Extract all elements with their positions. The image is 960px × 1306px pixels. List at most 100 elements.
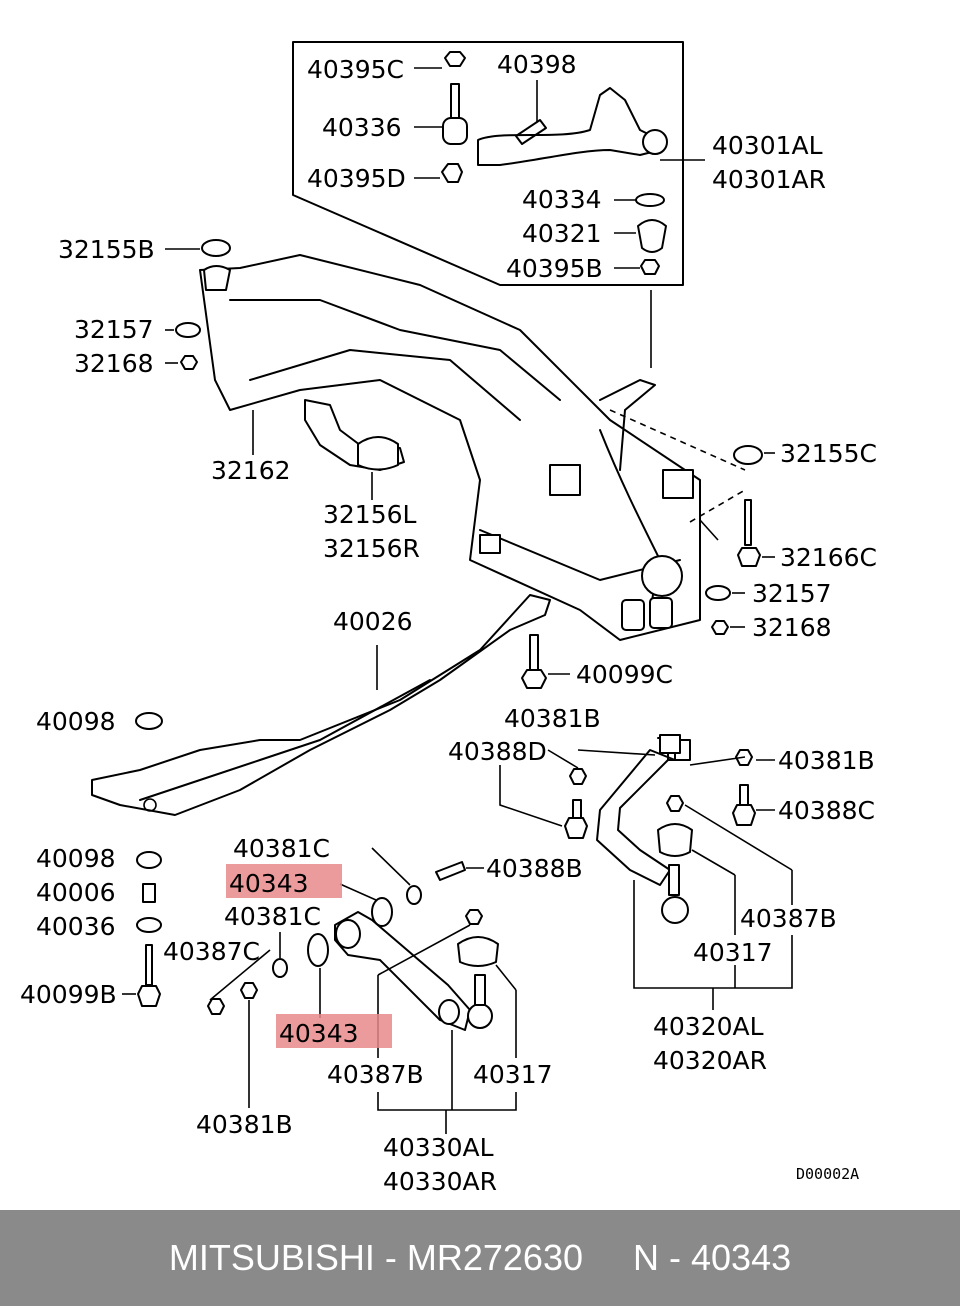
bolt-40388c-icon bbox=[732, 804, 756, 826]
label-32157-right[interactable]: 32157 bbox=[752, 579, 832, 608]
label-40381b-right[interactable]: 40381B bbox=[778, 746, 875, 775]
label-40321[interactable]: 40321 bbox=[522, 219, 602, 248]
label-40320ar[interactable]: 40320AR bbox=[653, 1046, 767, 1075]
mount-32156-icon bbox=[357, 436, 399, 471]
boot-40317-icon bbox=[457, 936, 499, 967]
bushing-40336-icon bbox=[442, 117, 468, 145]
label-32162[interactable]: 32162 bbox=[211, 456, 291, 485]
label-40330al[interactable]: 40330AL bbox=[383, 1133, 494, 1162]
label-40381b-bottom[interactable]: 40381B bbox=[196, 1110, 293, 1139]
label-40343-bottom[interactable]: 40343 bbox=[279, 1019, 359, 1048]
nut-40395b-icon bbox=[640, 259, 660, 275]
mount-block-icon bbox=[479, 534, 501, 554]
lower-arm-40330 bbox=[334, 909, 517, 1134]
bushing-32155c-icon bbox=[733, 445, 763, 465]
mount-boss-icon bbox=[549, 464, 581, 496]
nut-40387bb-icon bbox=[666, 795, 684, 812]
bolt-40336-icon bbox=[450, 83, 460, 119]
nut-40381b-icon bbox=[240, 982, 258, 999]
suspension-parts-diagram: 40395C 40398 40336 40301AL 40301AR 40395… bbox=[20, 41, 877, 1196]
label-40330ar[interactable]: 40330AR bbox=[383, 1167, 497, 1196]
bolt-40099c-icon bbox=[521, 669, 547, 689]
label-40395c[interactable]: 40395C bbox=[307, 55, 404, 84]
upper-arm-40301-icon bbox=[477, 87, 661, 166]
label-40026[interactable]: 40026 bbox=[333, 607, 413, 636]
label-40334[interactable]: 40334 bbox=[522, 185, 602, 214]
nut-40395c-icon bbox=[444, 51, 466, 67]
label-40381c-bottom[interactable]: 40381C bbox=[224, 902, 321, 931]
part-labels: 40395C 40398 40336 40301AL 40301AR 40395… bbox=[20, 50, 877, 1196]
bolt-40099b-icon bbox=[137, 985, 161, 1007]
label-40395d[interactable]: 40395D bbox=[307, 164, 406, 193]
label-40006[interactable]: 40006 bbox=[36, 878, 116, 907]
label-40036[interactable]: 40036 bbox=[36, 912, 116, 941]
washer-40381c-icon bbox=[272, 958, 288, 978]
label-32157-left[interactable]: 32157 bbox=[74, 315, 154, 344]
label-40099c[interactable]: 40099C bbox=[576, 660, 673, 689]
label-40381c-top[interactable]: 40381C bbox=[233, 834, 330, 863]
highlight-40343-bottom bbox=[276, 1014, 392, 1048]
label-32155c[interactable]: 32155C bbox=[780, 439, 877, 468]
label-40387b-right[interactable]: 40387B bbox=[740, 904, 837, 933]
part-number-footer: MITSUBISHI - MR272630 N - 40343 bbox=[0, 1210, 960, 1306]
nut-32168b-icon bbox=[711, 620, 729, 635]
washer-40343b-icon bbox=[307, 933, 329, 967]
front-crossmember-32162 bbox=[199, 254, 746, 641]
label-32156l[interactable]: 32156L bbox=[323, 500, 417, 529]
label-40343-top[interactable]: 40343 bbox=[229, 869, 309, 898]
upper-arm-inset bbox=[292, 41, 705, 368]
label-40098-top[interactable]: 40098 bbox=[36, 707, 116, 736]
label-40320al[interactable]: 40320AL bbox=[653, 1012, 764, 1041]
washer-40036-icon bbox=[136, 917, 162, 933]
nut-40381ca-icon bbox=[406, 885, 422, 905]
label-40317-bottom[interactable]: 40317 bbox=[473, 1060, 553, 1089]
footer-text: MITSUBISHI - MR272630 N - 40343 bbox=[168, 1237, 792, 1278]
bushing-40321-icon bbox=[637, 219, 667, 253]
crossbar-40026 bbox=[91, 594, 570, 816]
hub-icon bbox=[641, 555, 683, 597]
label-40098-bottom[interactable]: 40098 bbox=[36, 844, 116, 873]
right-mount-parts bbox=[699, 445, 775, 635]
label-40388b[interactable]: 40388B bbox=[486, 854, 583, 883]
bushing-40098b-icon bbox=[136, 851, 162, 869]
collar-40006-icon bbox=[142, 883, 156, 903]
label-40317-right[interactable]: 40317 bbox=[693, 938, 773, 967]
label-40398[interactable]: 40398 bbox=[497, 50, 577, 79]
nut-40395d-icon bbox=[441, 163, 463, 183]
mount-boss-right-icon bbox=[662, 469, 694, 499]
nut-32168-icon bbox=[180, 355, 198, 370]
label-40301al[interactable]: 40301AL bbox=[712, 131, 823, 160]
label-40099b[interactable]: 40099B bbox=[20, 980, 117, 1009]
label-32168-right[interactable]: 32168 bbox=[752, 613, 832, 642]
boot-40317b-icon bbox=[657, 823, 693, 857]
label-40387b-bottom[interactable]: 40387B bbox=[327, 1060, 424, 1089]
label-32156r[interactable]: 32156R bbox=[323, 534, 420, 563]
bolt-40388b-icon bbox=[435, 861, 466, 881]
nut-40387c-icon bbox=[207, 998, 225, 1015]
nut-40387b-icon bbox=[465, 909, 483, 925]
label-40336[interactable]: 40336 bbox=[322, 113, 402, 142]
bushing-32155b-icon bbox=[201, 239, 231, 257]
label-40395b[interactable]: 40395B bbox=[506, 254, 603, 283]
left-mount-parts bbox=[165, 239, 405, 500]
bolt-32166c-icon bbox=[737, 547, 761, 567]
bolt-40398-icon bbox=[515, 119, 547, 145]
highlight-40343-top bbox=[226, 864, 342, 898]
lower-arm-40320 bbox=[499, 734, 793, 1010]
ball-joint-icon bbox=[642, 129, 668, 155]
label-40381b-top[interactable]: 40381B bbox=[504, 704, 601, 733]
washer-40343a-icon bbox=[371, 897, 393, 927]
washer-32157-icon bbox=[175, 322, 201, 338]
label-32155b[interactable]: 32155B bbox=[58, 235, 155, 264]
label-40388c[interactable]: 40388C bbox=[778, 796, 875, 825]
bolt-40388d-icon bbox=[564, 817, 588, 839]
label-32168-left[interactable]: 32168 bbox=[74, 349, 154, 378]
washer-32157b-icon bbox=[705, 585, 731, 601]
label-40388d[interactable]: 40388D bbox=[448, 737, 547, 766]
lower-left-hardware bbox=[122, 847, 484, 1108]
label-40387c[interactable]: 40387C bbox=[163, 937, 260, 966]
washer-40334-icon bbox=[635, 193, 665, 207]
label-40301ar[interactable]: 40301AR bbox=[712, 165, 826, 194]
label-32166c[interactable]: 32166C bbox=[780, 543, 877, 572]
